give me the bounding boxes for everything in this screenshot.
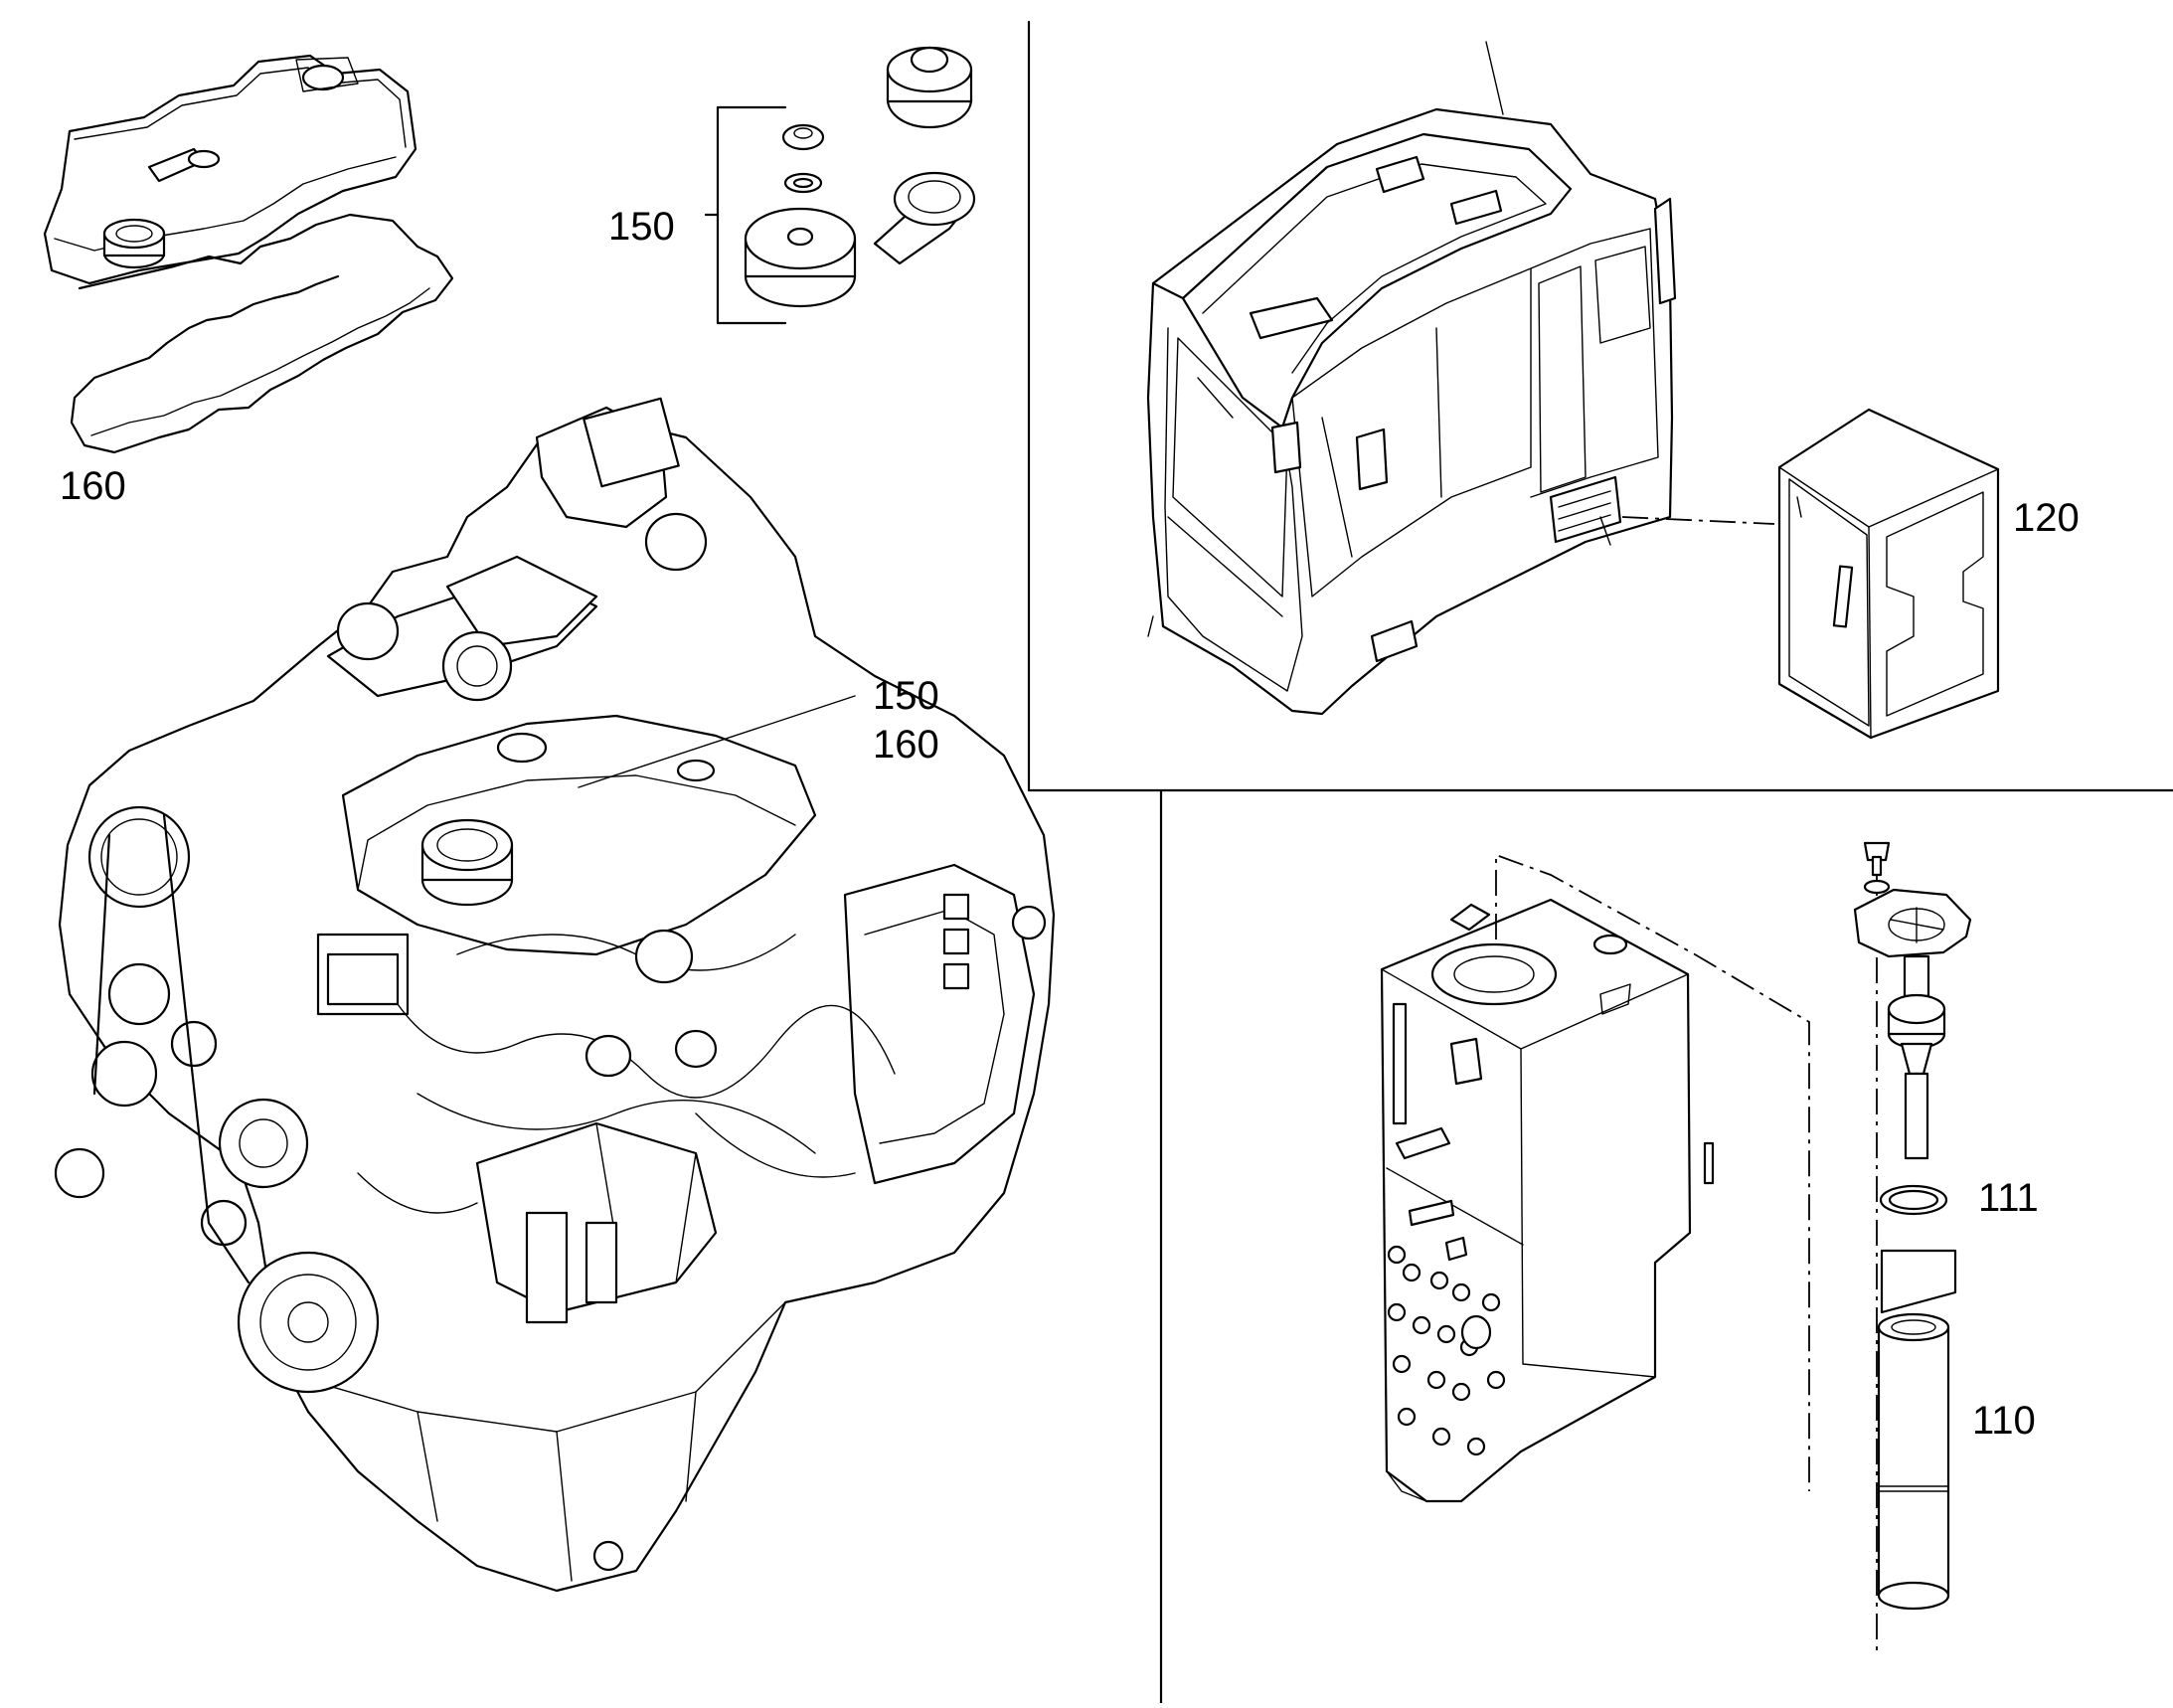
cab-box-leader (1621, 516, 1775, 525)
filter-assembly-illustration (1853, 841, 1972, 1650)
callout-110: 110 (1972, 1399, 2036, 1443)
tank-illustration (1380, 898, 1715, 1503)
panel-dividers (1027, 20, 2173, 1705)
storage-box-illustration (1777, 408, 2000, 740)
callout-120: 120 (2013, 496, 2080, 540)
callout-150-cap: 150 (608, 205, 675, 249)
valve-cover-illustration (43, 54, 454, 454)
callout-160-engine: 160 (873, 723, 939, 767)
callout-150-engine: 150 (873, 674, 939, 718)
leader-150-160 (578, 695, 856, 788)
filler-cap-illustration (704, 46, 976, 325)
tank-filter-leader (1495, 853, 1810, 1491)
callout-111: 111 (1978, 1176, 2039, 1220)
cab-illustration (1146, 41, 1677, 716)
callout-160-cover: 160 (60, 464, 126, 508)
engine-illustration (54, 397, 1056, 1593)
